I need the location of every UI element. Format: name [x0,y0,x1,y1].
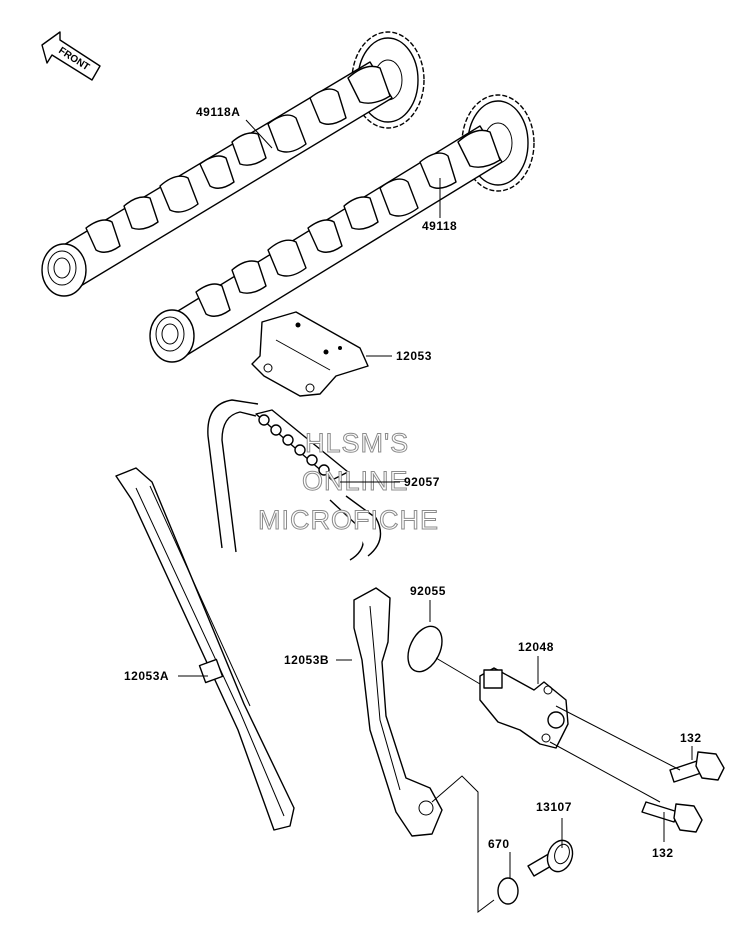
timing-chain [207,399,382,561]
label-132-lower: 132 [652,846,674,860]
label-132-upper: 132 [680,731,702,745]
bolt-upper [669,751,725,783]
label-92057: 92057 [404,475,440,489]
o-ring [407,625,443,673]
gasket [497,877,519,905]
label-670: 670 [488,837,510,851]
label-49118: 49118 [422,219,457,233]
part-labels: 49118A 49118 12053 92057 92055 12048 132… [124,105,702,860]
watermark-line-1: HLSM'S [305,428,409,458]
tensioner [479,667,569,749]
watermark-line-3: MICROFICHE [258,505,439,535]
label-92055: 92055 [410,584,446,598]
label-12053: 12053 [396,349,432,363]
label-49118A: 49118A [196,105,240,119]
watermark: HLSM'S ONLINE MICROFICHE [258,428,439,536]
front-arrow-icon: FRONT [41,31,101,81]
leader-lines [178,119,693,913]
label-12048: 12048 [518,640,554,654]
pivot-bolt [527,839,574,877]
label-13107: 13107 [536,800,572,814]
camshaft-intake [41,31,425,297]
label-12053B: 12053B [284,653,329,667]
watermark-line-2: ONLINE [302,466,409,496]
camshaft-exhaust [149,94,535,363]
chain-guide-rear [353,587,443,837]
label-12053A: 12053A [124,669,169,683]
bolt-lower [641,801,703,833]
chain-guide-top [251,311,369,397]
chain-guide-front [115,467,295,831]
